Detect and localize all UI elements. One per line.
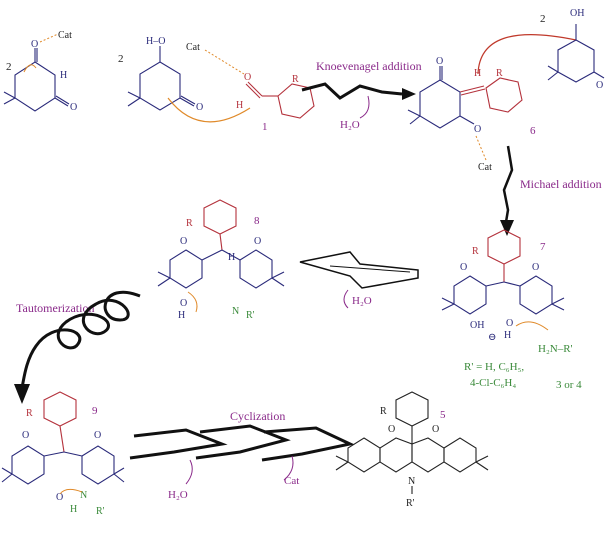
atom-o: O: [180, 236, 187, 247]
catalyst-released: Cat: [284, 475, 299, 487]
compound-7: R 7 O O OH O H ⊖: [441, 229, 565, 343]
atom-o: O: [506, 318, 513, 329]
water-byproduct: H₂O: [352, 295, 372, 307]
aldehyde-1: O H R 1: [236, 72, 315, 133]
amine-h: H: [70, 504, 77, 515]
compound-6: O O H R 6 Cat: [407, 34, 577, 173]
atom-o: O: [432, 424, 439, 435]
minus-charge: ⊖: [488, 332, 496, 343]
catalyst-label: Cat: [186, 42, 200, 53]
dimedone-enol: 2 H–O O Cat: [118, 36, 251, 123]
amine-n: N: [80, 490, 87, 501]
imine-n: N: [232, 306, 239, 317]
atom-o: O: [94, 430, 101, 441]
atom-h: H: [178, 310, 185, 321]
dimedone-enol-2: 2 OH O: [540, 8, 605, 91]
substituent-r: R: [186, 218, 193, 229]
atom-o: O: [70, 102, 77, 113]
r-prime-definition-2: 4-Cl-C₆H₄: [470, 377, 516, 389]
catalyst-label: Cat: [58, 30, 72, 41]
compound-8: R 8 O O H O H N R': [157, 199, 285, 321]
stoich-2-a: 2: [6, 61, 12, 73]
compound-9: R 9 O O O N H R': [1, 391, 125, 517]
atom-o: O: [180, 298, 187, 309]
hydroxyl: OH: [470, 320, 484, 331]
atom-o: O: [596, 80, 603, 91]
amine-r-prime: R': [96, 506, 105, 517]
stoich-2-b: 2: [118, 53, 124, 65]
n-r-prime: R': [406, 498, 415, 509]
cyclization-arrow: Cyclization H₂O Cat: [129, 409, 355, 501]
atom-o: O: [31, 39, 38, 50]
ring-n: N: [408, 476, 415, 487]
substituent-r: R: [26, 408, 33, 419]
water-byproduct: H₂O: [340, 119, 360, 131]
atom-o: O: [244, 72, 251, 83]
amine-formula: H₂N–R': [538, 343, 573, 355]
stoich-2-c: 2: [540, 13, 546, 25]
r-prime-definition-1: R' = H, C₆H₅,: [464, 361, 524, 373]
atom-o: O: [254, 236, 261, 247]
atom-o: O: [436, 56, 443, 67]
atom-o: O: [474, 124, 481, 135]
step-knoevenagel: Knoevenagel addition: [316, 59, 422, 73]
atom-o: O: [56, 492, 63, 503]
compound-5: R 5 O O N R': [335, 391, 489, 509]
step-cyclization: Cyclization: [230, 409, 285, 423]
compound-7-number: 7: [540, 241, 546, 253]
step-michael: Michael addition: [520, 177, 602, 191]
atom-h: H: [228, 252, 235, 263]
imine-r-prime: R': [246, 310, 255, 321]
atom-o: O: [196, 102, 203, 113]
compound-5-number: 5: [440, 409, 446, 421]
dimedone-keto: 2 O O H Cat: [3, 30, 77, 113]
atom-h: H: [236, 100, 243, 111]
atom-o: O: [460, 262, 467, 273]
compound-1: 1: [262, 121, 268, 133]
addition-arrow: H₂O: [299, 251, 419, 309]
atom-h: H: [504, 330, 511, 341]
atom-o: O: [388, 424, 395, 435]
atom-h: H: [60, 70, 67, 81]
enol-ho: H–O: [146, 36, 165, 47]
amine-compound-numbers: 3 or 4: [556, 379, 582, 391]
knoevenagel-arrow: Knoevenagel addition H₂O: [301, 59, 422, 131]
atom-o: O: [532, 262, 539, 273]
compound-8-number: 8: [254, 215, 260, 227]
tautomerization-arrow: Tautomerization: [14, 290, 141, 404]
step-tautomerization: Tautomerization: [16, 301, 94, 315]
michael-arrow: Michael addition: [500, 145, 602, 236]
catalyst-label: Cat: [478, 162, 492, 173]
enol-ho: OH: [570, 8, 584, 19]
substituent-r: R: [496, 68, 503, 79]
water-byproduct: H₂O: [168, 489, 188, 501]
amine-reagent: H₂N–R' 3 or 4 R' = H, C₆H₅, 4-Cl-C₆H₄: [464, 343, 582, 391]
substituent-r: R: [292, 74, 299, 85]
atom-o: O: [22, 430, 29, 441]
compound-9-number: 9: [92, 405, 98, 417]
substituent-r: R: [472, 246, 479, 257]
compound-6-number: 6: [530, 125, 536, 137]
substituent-r: R: [380, 406, 387, 417]
